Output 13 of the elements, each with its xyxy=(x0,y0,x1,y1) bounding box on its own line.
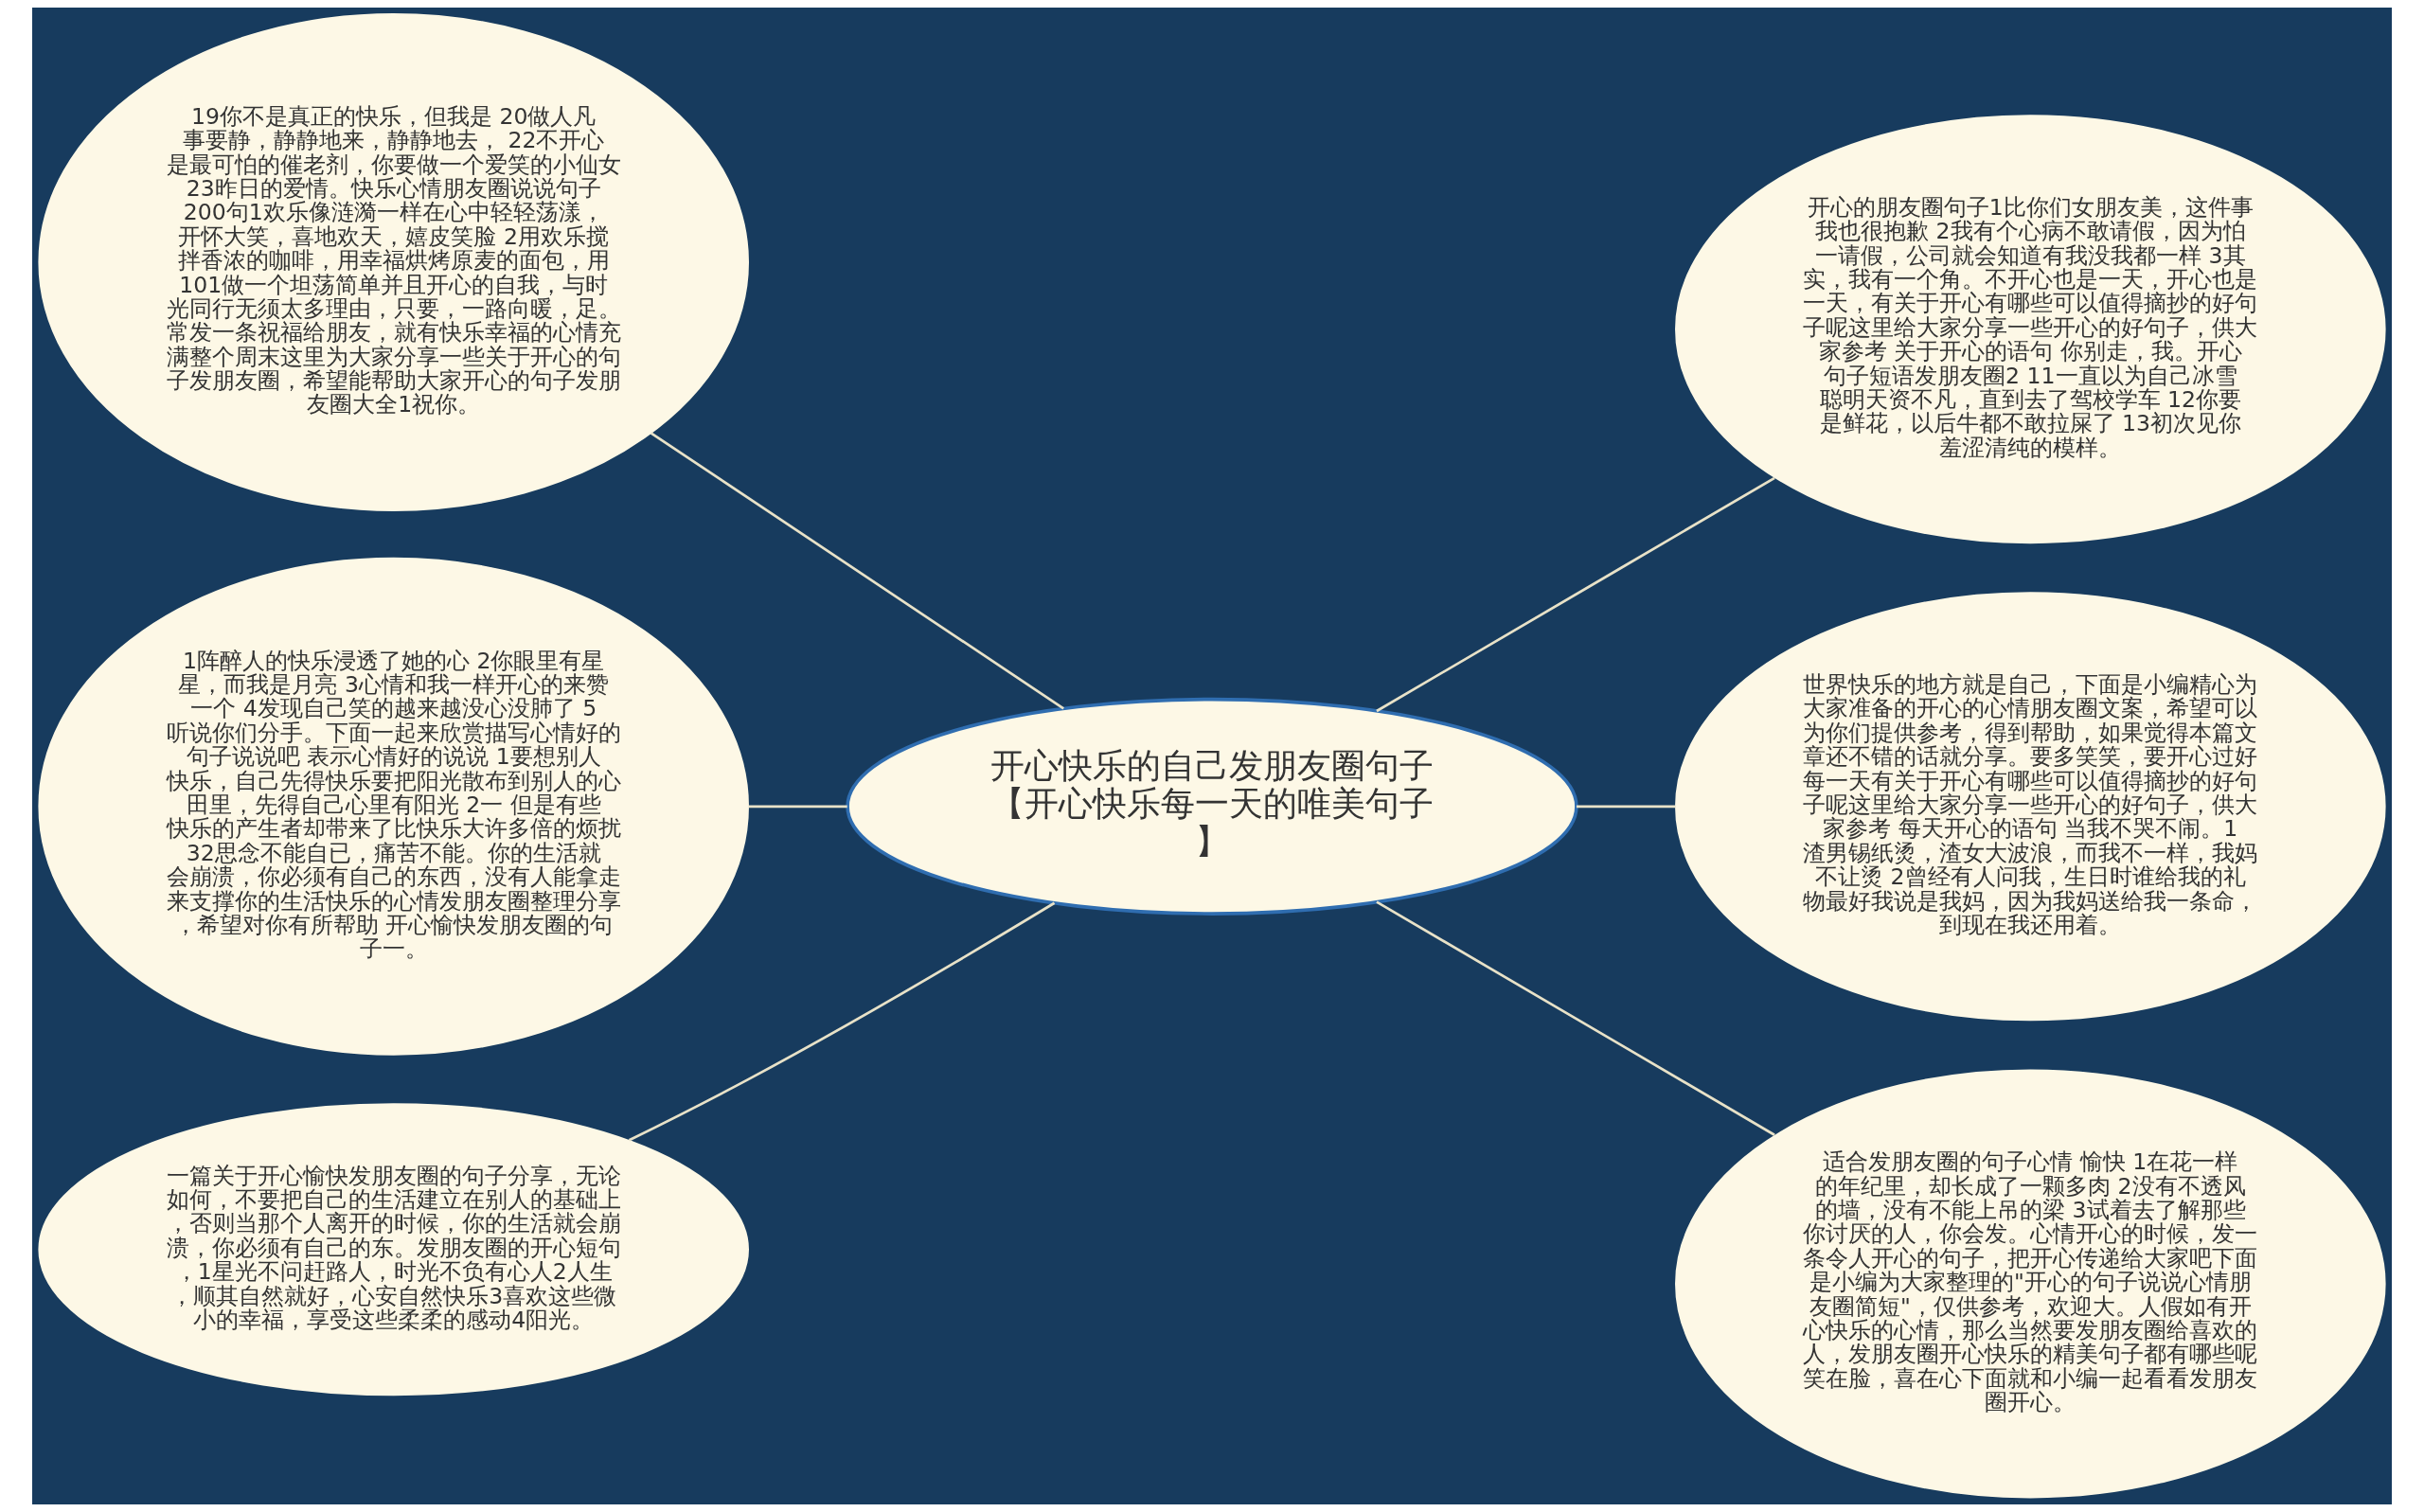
node-ellipse: 19你不是真正的快乐，但我是 20做人凡事要静，静静地来，静静地去， 22不开心是最可怕的催老剂，你要做一个爱笑的小仙女 23昨日的爱情。快乐心情朋友圈说说句子200句1欢乐像涟漪一样在心中轻轻荡漾，开怀大笑，喜地欢天，嬉皮笑脸 2用欢乐搅拌香浓的咖啡，用幸福烘烤原麦的面包，用 101做一个坦荡简单并且开心的自我，与时光同行无须太多理由，只要，一路向暖，足。常发一条祝福给朋友，就有快乐幸福的心情充满整个周末这里为大家分享一些关于开心的句子发朋友圈，希望能帮助大家开心的句子发朋友圈大全1祝你。 xyxy=(38,13,749,511)
connector xyxy=(1376,476,1775,713)
connector xyxy=(1376,900,1775,1136)
node-ellipse: 适合发朋友圈的句子心情 愉快 1在花一样的年纪里，却长成了一颗多肉 2没有不透风的墙，没有不能上吊的梁 3试着去了解那些你讨厌的人，你会发。心情开心的时候，发一条令人开心的句子，把开心传递给大家吧下面是小编为大家整理的"开心的句子说说心情朋友圈简短"，仅供参考，欢迎大。人假如有开心快乐的心情，那么当然要发朋友圈给喜欢的人，发朋友圈开心快乐的精美句子都有哪些呢笑在脸，喜在心下面就和小编一起看看发朋友圈开心。 xyxy=(1675,1069,2386,1499)
node-ellipse: 世界快乐的地方就是自己，下面是小编精心为大家准备的开心的心情朋友圈文案，希望可以为你们提供参考，得到帮助，如果觉得本篇文章还不错的话就分享。要多笑笑，要开心过好每一天有关于开心有哪些可以值得摘抄的好句子呢这里给大家分享一些开心的好句子，供大家参考 每天开心的语句 当我不哭不闹。1渣男锡纸烫，渣女大波浪，而我不一样，我妈不让烫 2曾经有人问我，生日时谁给我的礼物最好我说是我妈，因为我妈送给我一条命，到现在我还用着。 xyxy=(1675,592,2386,1022)
connector xyxy=(1576,805,1676,809)
node-ellipse: 一篇关于开心愉快发朋友圈的句子分享，无论如何，不要把自己的生活建立在别人的基础上，否则当那个人离开的时候，你的生活就会崩溃，你必须有自己的东。发朋友圈的开心短句，1星光不问赶路人，时光不负有心人2人生，顺其自然就好，心安自然快乐3喜欢这些微小的幸福，享受这些柔柔的感动4阳光。 xyxy=(38,1103,749,1396)
node-ellipse: 开心快乐的自己发朋友圈句子【开心快乐每一天的唯美句子】 xyxy=(846,697,1578,916)
connector xyxy=(748,805,847,809)
node-ellipse: 开心的朋友圈句子1比你们女朋友美，这件事我也很抱歉 2我有个心病不敢请假，因为怕一请假，公司就会知道有我没我都一样 3其实，我有一个角。不开心也是一天，开心也是一天，有关于开心有哪些可以值得摘抄的好句子呢这里给大家分享一些开心的好句子，供大家参考 关于开心的语句 你别走，我。开心句子短语发朋友圈2 11一直以为自己冰雪聪明天资不凡，直到去了驾校学车 12你要是鲜花，以后牛都不敢拉屎了 13初次见你羞涩清纯的模样。 xyxy=(1675,115,2386,544)
connector xyxy=(628,901,1056,1142)
node-ellipse: 1阵醉人的快乐浸透了她的心 2你眼里有星星，而我是月亮 3心情和我一样开心的来赞一个 4发现自己笑的越来越没心没肺了 5听说你们分手。下面一起来欣赏描写心情好的句子说说吧 表示心情好的说说 1要想别人快乐，自己先得快乐要把阳光散布到别人的心田里，先得自己心里有阳光 2一 但是有些快乐的产生者却带来了比快乐大许多倍的烦扰 32思念不能自已，痛苦不能。你的生活就会崩溃，你必须有自己的东西，没有人能拿走来支撑你的生活快乐的心情发朋友圈整理分享，希望对你有所帮助 开心愉快发朋友圈的句子一。 xyxy=(38,557,749,1056)
connector xyxy=(650,432,1064,710)
